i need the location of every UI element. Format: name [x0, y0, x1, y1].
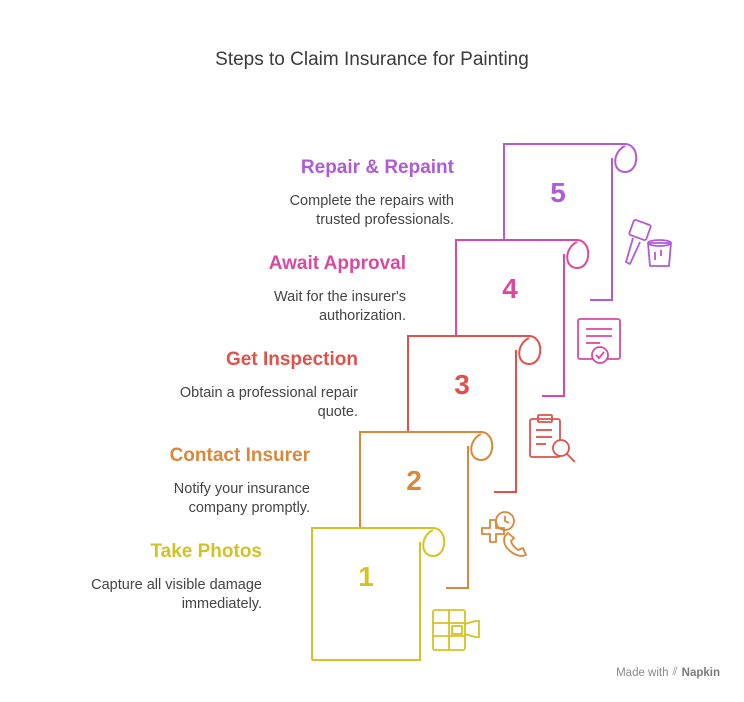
phone-call-icon: [481, 511, 528, 557]
step-3-number: 3: [454, 369, 470, 400]
step-2-number: 2: [406, 465, 422, 496]
step-1-number: 1: [358, 561, 374, 592]
step-1-title: Take Photos: [150, 541, 262, 562]
step-2-scroll: [359, 431, 494, 589]
step-1-scroll: [311, 527, 446, 661]
certificate-icon: [577, 318, 621, 364]
step-5-title: Repair & Repaint: [300, 157, 454, 178]
step-1-desc-line1: Capture all visible damage: [91, 577, 262, 593]
step-4-scroll: [455, 239, 590, 397]
step-5-number: 5: [550, 177, 566, 208]
step-2-desc-line2: company promptly.: [188, 500, 310, 516]
step-5-scroll: [503, 143, 638, 301]
step-2-description: Notify your insurance company promptly.: [174, 480, 310, 518]
step-1-description: Capture all visible damage immediately.: [91, 576, 262, 614]
step-4-desc-line1: Wait for the insurer's: [274, 289, 406, 305]
step-4-description: Wait for the insurer's authorization.: [274, 288, 406, 326]
clipboard-search-icon: [529, 414, 576, 463]
step-4-desc-line2: authorization.: [318, 308, 406, 324]
paint-brush-icon: [625, 219, 672, 267]
step-5-description: Complete the repairs with trusted profes…: [290, 192, 454, 230]
step-4-number: 4: [502, 273, 518, 304]
napkin-logo-icon: ⫽: [672, 666, 678, 678]
step-1-desc-line2: immediately.: [181, 596, 262, 612]
step-3-desc-line1: Obtain a professional repair: [179, 385, 358, 401]
step-4-title: Await Approval: [268, 253, 406, 274]
step-5-desc-line2: trusted professionals.: [316, 212, 454, 228]
footer-attribution: Made with ⫽ Napkin: [616, 666, 720, 679]
footer-made-with: Made with: [616, 666, 669, 679]
step-2-desc-line1: Notify your insurance: [173, 481, 310, 497]
step-3-description: Obtain a professional repair quote.: [180, 384, 358, 422]
step-3-scroll: [407, 335, 542, 493]
footer-brand: Napkin: [681, 666, 720, 679]
step-3-title: Get Inspection: [226, 349, 358, 370]
step-2-title: Contact Insurer: [169, 445, 310, 466]
camera-icon: [432, 609, 480, 651]
step-3-desc-line2: quote.: [317, 404, 358, 420]
step-5-desc-line1: Complete the repairs with: [289, 193, 454, 209]
diagram-title: Steps to Claim Insurance for Painting: [215, 49, 529, 70]
